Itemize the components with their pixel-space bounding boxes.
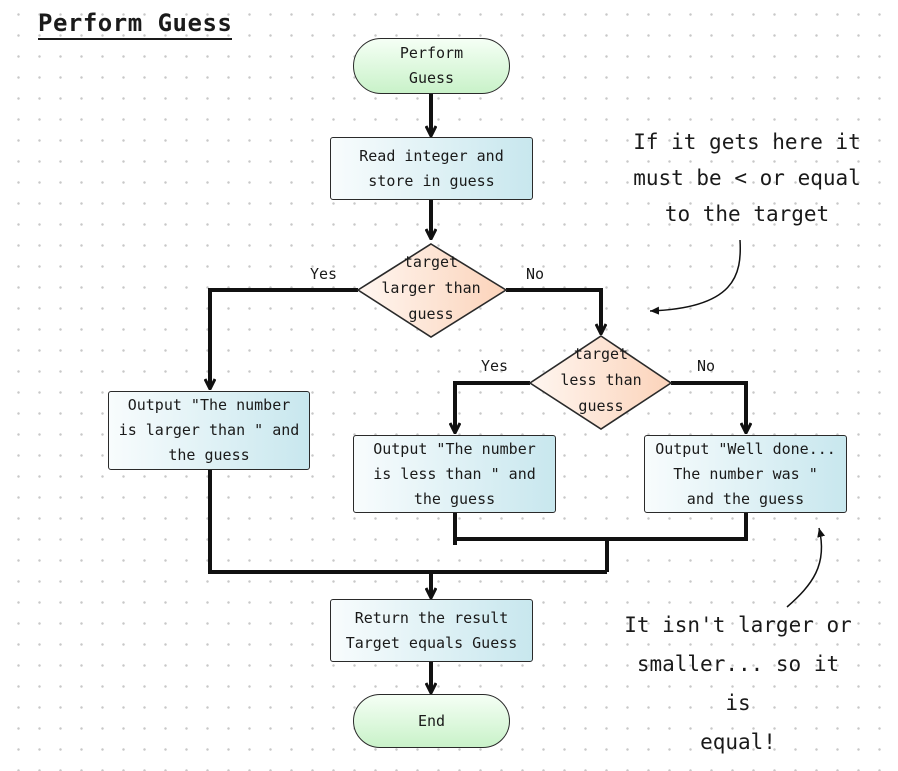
end-label: End	[417, 711, 446, 730]
annotation-top-right: If it gets here it must be < or equal to…	[633, 130, 861, 226]
start-terminal: Perform Guess	[353, 38, 510, 94]
decision1-yes-label: Yes	[310, 265, 338, 283]
decision2-label: target less than guess	[560, 345, 642, 415]
decision1-label: target larger than guess	[381, 253, 481, 323]
decision2-diamond	[528, 335, 673, 430]
decision2-no-label: No	[697, 357, 716, 375]
output-less-label: Output "The number is less than " and th…	[373, 439, 536, 508]
output-equal-box: Output "Well done... The number was " an…	[644, 435, 847, 513]
output-less-box: Output "The number is less than " and th…	[353, 435, 556, 513]
output-larger-box: Output "The number is larger than " and …	[108, 391, 310, 470]
note-bottom-pointer	[786, 527, 826, 608]
annotation-bottom-right: It isn't larger or smaller... so it is e…	[624, 613, 852, 754]
edge-decision2-yes	[455, 381, 530, 432]
output-larger-label: Output "The number is larger than " and …	[118, 396, 300, 464]
decision1-diamond	[356, 243, 508, 338]
edge-output-larger-merge	[208, 469, 607, 574]
edge-decision1-no	[506, 288, 601, 333]
decision1-no-label: No	[526, 265, 545, 283]
edge-decision2-no	[671, 381, 746, 432]
return-result-label: Return the result Target equals Guess	[345, 608, 518, 652]
read-integer-box: Read integer and store in guess	[330, 137, 533, 200]
edge-output-equal-merge	[455, 512, 748, 541]
return-result-box: Return the result Target equals Guess	[330, 599, 533, 662]
decision2-yes-label: Yes	[481, 357, 509, 375]
output-equal-label: Output "Well done... The number was " an…	[655, 439, 836, 508]
edge-decision1-yes	[210, 288, 358, 388]
page-title: Perform Guess	[38, 8, 233, 40]
end-terminal: End	[353, 694, 510, 748]
read-integer-label: Read integer and store in guess	[359, 146, 504, 190]
note-top-pointer	[649, 239, 742, 315]
start-label: Perform Guess	[399, 44, 464, 87]
